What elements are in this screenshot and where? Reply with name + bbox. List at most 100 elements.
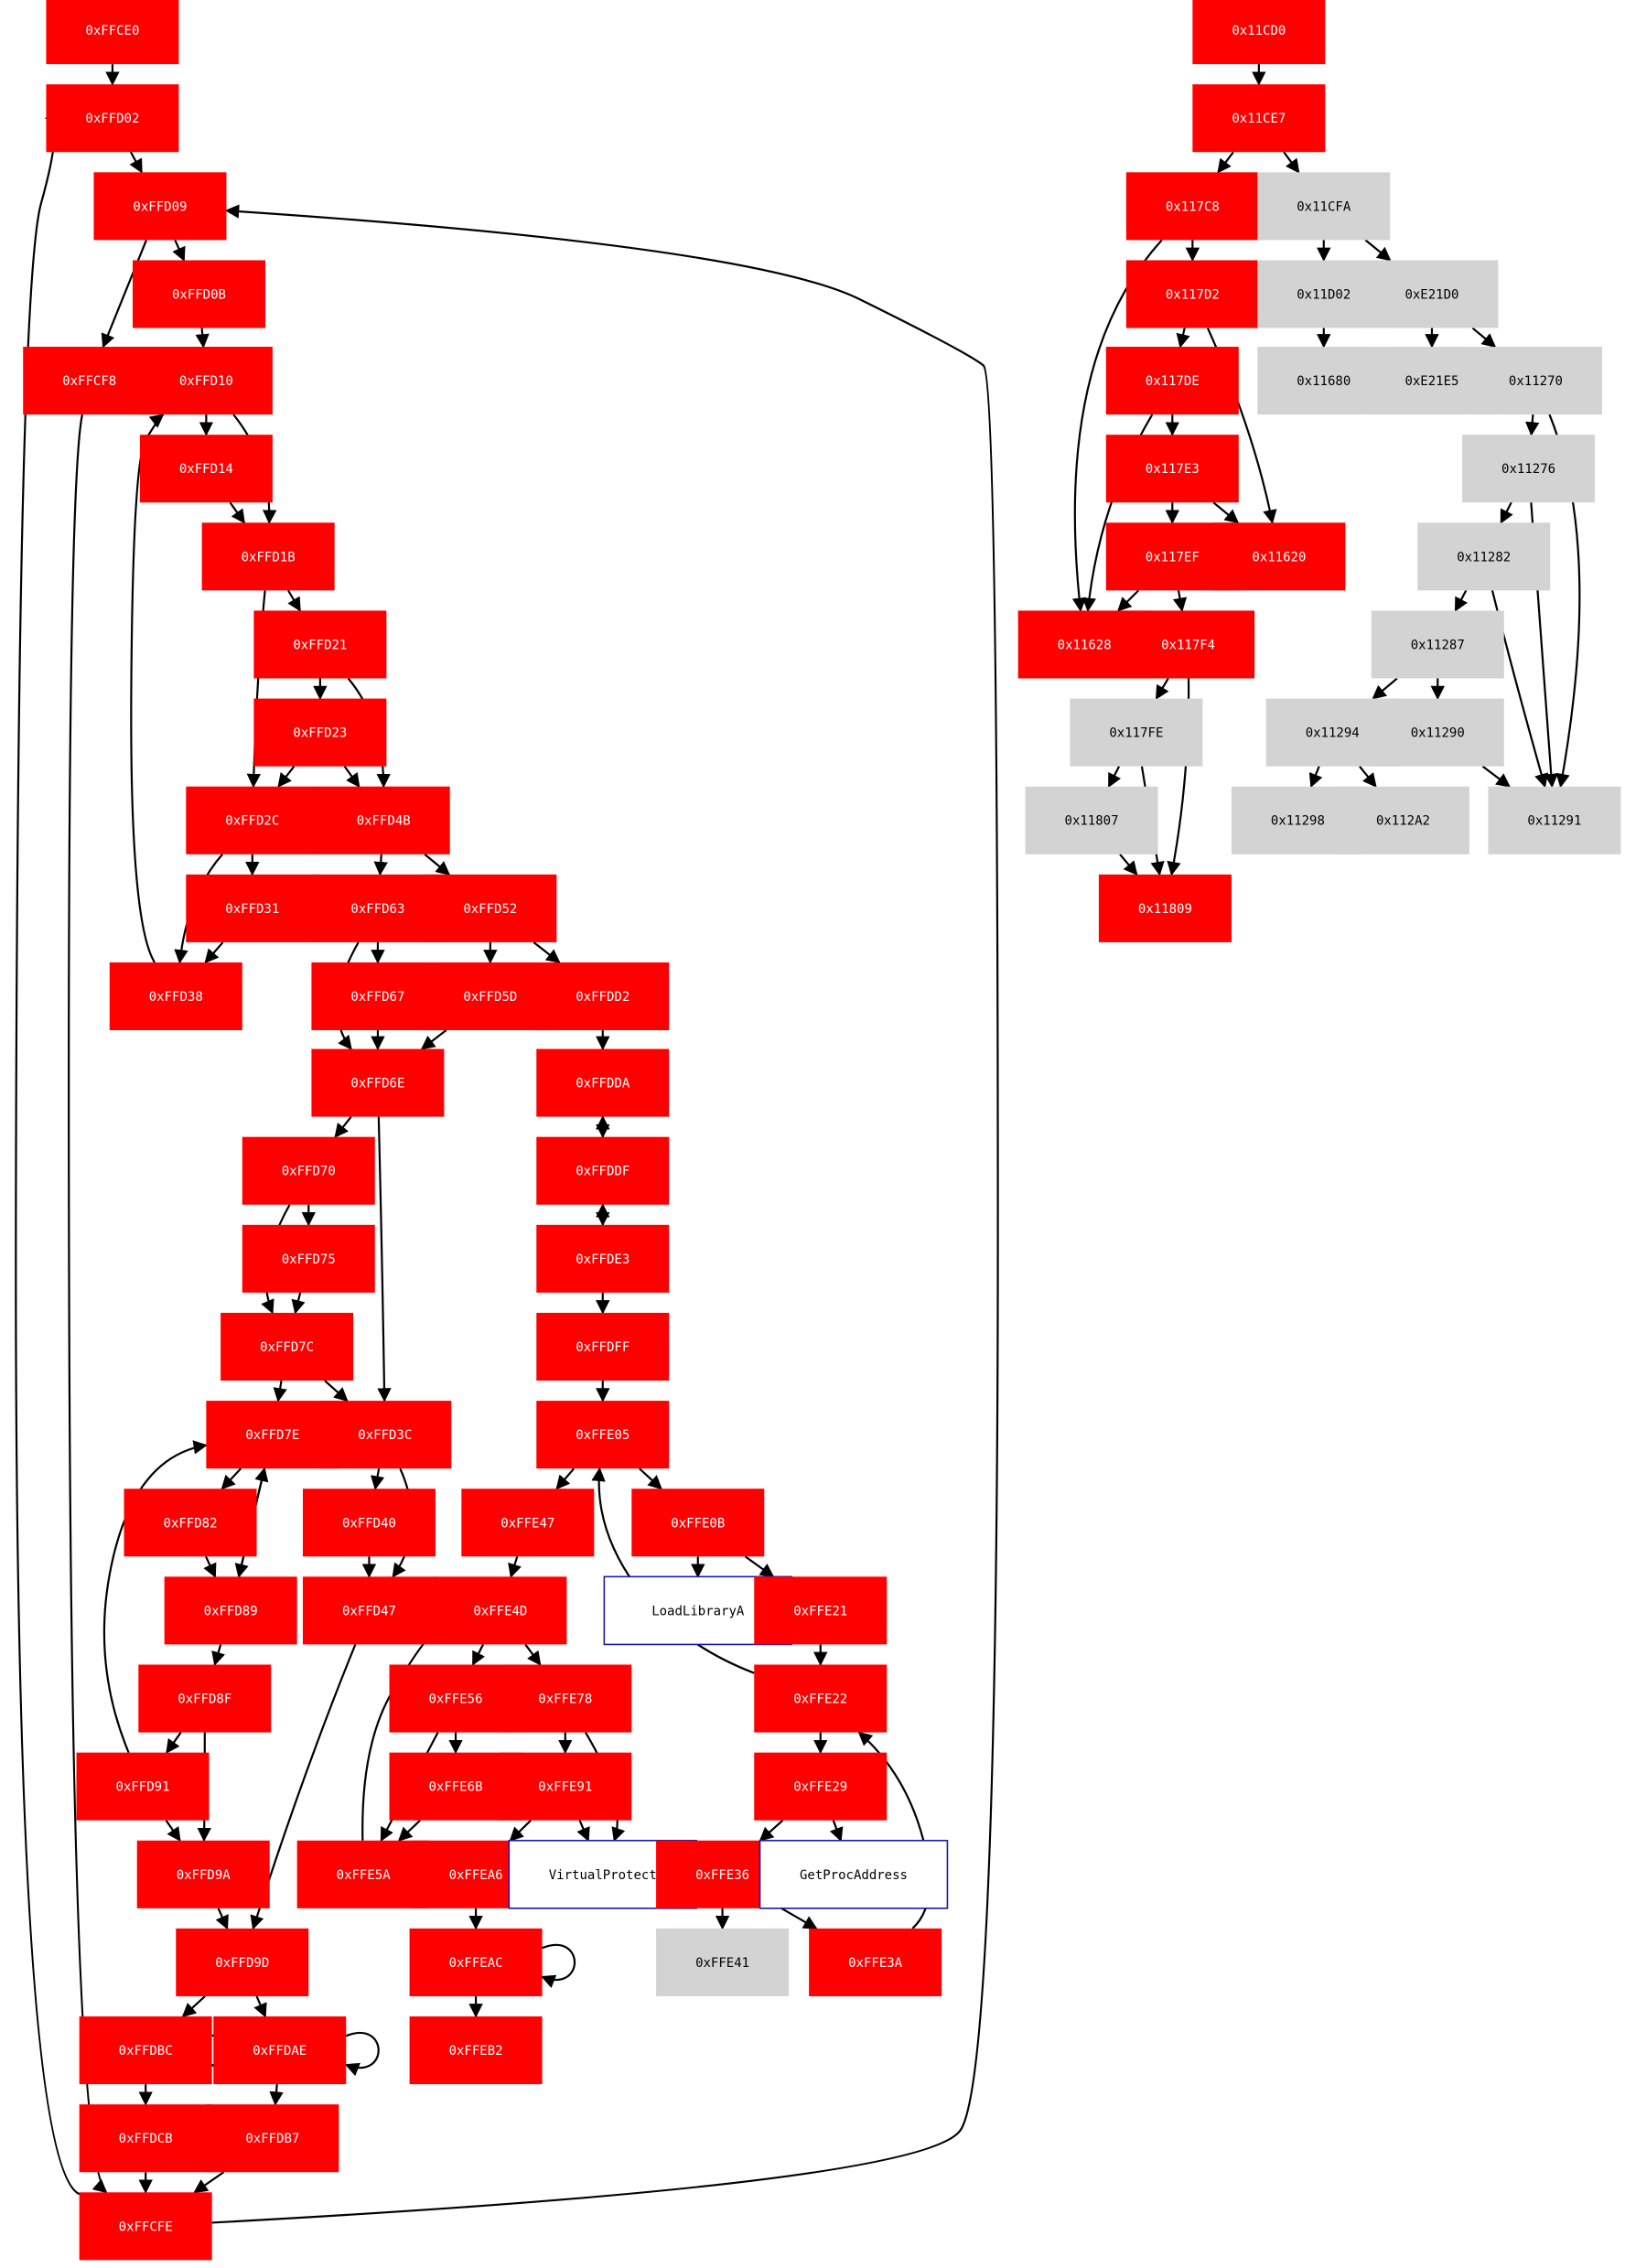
edge-FFD23-to-FFD4B — [343, 766, 361, 788]
node-box — [139, 435, 273, 503]
edge-FFCFE-to-FFD02 — [15, 111, 81, 2196]
edge-FFDB7-to-FFCFE — [193, 2171, 225, 2194]
node-box — [242, 1224, 375, 1293]
node-box — [206, 1401, 339, 1469]
node-0xffdff: 0xFFDFF — [536, 1312, 670, 1381]
node-label: 0xFFEB2 — [449, 2044, 503, 2058]
node-label: 0xFFD4B — [357, 814, 411, 829]
node-box — [1469, 347, 1602, 415]
node-box — [302, 1489, 436, 1557]
node-box — [79, 2104, 212, 2173]
node-label: 0xFFE78 — [538, 1693, 592, 1707]
node-0x11cd0: 0x11CD0 — [1192, 0, 1326, 65]
node-0xffd67: 0xFFD67 — [311, 962, 445, 1031]
edge-FFD7C-to-FFD7E — [273, 1380, 287, 1403]
node-label: 0xFFDCB — [119, 2132, 173, 2146]
node-box — [138, 1664, 272, 1733]
node-box — [536, 962, 670, 1031]
node-label: 0x11291 — [1527, 814, 1581, 829]
edge-FFCFE-to-FFD09 — [211, 204, 999, 2224]
edge-E21D0-to-11270 — [1471, 327, 1497, 349]
node-label: 0x117EF — [1146, 550, 1200, 564]
node-box — [754, 1576, 888, 1645]
node-0xffd10: 0xFFD10 — [139, 347, 273, 415]
node-label: VirtualProtect — [549, 1868, 657, 1883]
node-box — [1417, 522, 1551, 591]
node-0x11620: 0x11620 — [1212, 522, 1346, 591]
edge-FFD0B-to-FFD10 — [195, 328, 210, 349]
node-box — [221, 1312, 354, 1381]
node-label: 0xFFE0B — [671, 1516, 725, 1531]
node-0xe21d0: 0xE21D0 — [1365, 260, 1499, 328]
node-label: 0xFFDBC — [119, 2044, 173, 2058]
node-label: 0x11294 — [1306, 726, 1360, 741]
edge-FFDAE-to-FFDB7 — [269, 2084, 284, 2106]
edge-FFD9D-to-FFDAE — [253, 1995, 267, 2018]
node-box — [1125, 172, 1259, 241]
node-label: 0xFFD6E — [350, 1077, 404, 1091]
edge-FFD4B-to-FFD52 — [424, 853, 451, 876]
node-label: 0xFFD8F — [178, 1693, 231, 1707]
node-label: 0x117F4 — [1161, 638, 1215, 652]
node-box — [536, 1312, 670, 1381]
node-0xffd63: 0xFFD63 — [311, 874, 445, 942]
edge-FFD23-to-FFD2C — [277, 765, 296, 788]
edge-117D2-to-117DE — [1176, 328, 1190, 349]
node-label: 0xFFD09 — [133, 199, 187, 214]
node-box — [206, 2104, 339, 2173]
node-label: 0xFFD75 — [282, 1252, 336, 1267]
edge-11270-to-11276 — [1525, 414, 1540, 436]
node-0xffe05: 0xFFE05 — [536, 1401, 670, 1469]
edge-FFE6B-to-FFE5A — [397, 1819, 421, 1842]
node-box — [1025, 786, 1158, 855]
edge-FFE36-to-FFE3A — [780, 1907, 818, 1929]
node-label: 0xFFD7E — [245, 1428, 299, 1443]
node-0xffd40: 0xFFD40 — [302, 1489, 436, 1557]
node-box — [1192, 84, 1326, 153]
node-box — [1371, 610, 1504, 679]
node-label: 0xFFD2C — [225, 814, 279, 829]
edge-FFD6E-to-FFD70 — [334, 1115, 352, 1138]
node-label: 0xFFD63 — [350, 902, 404, 917]
edge-11294-to-112A2 — [1359, 765, 1377, 788]
edge-FFE47-to-FFE4D — [508, 1555, 522, 1578]
node-label: 0x11282 — [1457, 550, 1511, 564]
node-box — [1192, 0, 1326, 65]
edge-FFCF8-to-FFCFE — [68, 414, 108, 2194]
node-label: 0x117DE — [1146, 374, 1200, 389]
node-label: 0xE21D0 — [1404, 288, 1458, 303]
node-0x11cfa: 0x11CFA — [1257, 172, 1391, 241]
node-label: 0xFFE5A — [337, 1868, 392, 1883]
node-0xffe47: 0xFFE47 — [461, 1489, 595, 1557]
node-label: 0xFFD70 — [282, 1165, 336, 1179]
node-box — [536, 1136, 670, 1205]
node-0xffeb2: 0xFFEB2 — [409, 2016, 543, 2085]
node-box — [76, 1752, 210, 1821]
edge-FFE4D-to-FFE78 — [524, 1643, 542, 1666]
node-label: 0xFFDAE — [253, 2044, 307, 2058]
edge-FFD1B-to-FFD21 — [287, 589, 301, 612]
node-box — [79, 2192, 212, 2261]
edge-11290-to-11291 — [1481, 765, 1511, 788]
edge-FFD3C-to-FFD40 — [371, 1467, 385, 1490]
node-0xffdbc: 0xFFDBC — [79, 2016, 212, 2085]
node-label: 0xFFD9D — [215, 1956, 269, 1971]
node-label: 0xFFE36 — [695, 1868, 749, 1883]
node-0x11809: 0x11809 — [1098, 874, 1232, 942]
node-box — [409, 1928, 543, 1996]
node-label: 0xFFD7C — [260, 1340, 314, 1355]
node-0xffcfe: 0xFFCFE — [79, 2192, 212, 2261]
node-0xffddf: 0xFFDDF — [536, 1136, 670, 1205]
node-label: 0x11270 — [1509, 374, 1563, 389]
node-0x117e3: 0x117E3 — [1105, 435, 1239, 503]
node-label: 0xFFCF8 — [62, 374, 116, 389]
edge-FFD5D-to-FFD6E — [420, 1029, 447, 1050]
edge-FFD9D-to-FFDBC — [181, 1995, 206, 2018]
node-0xffd31: 0xFFD31 — [186, 874, 319, 942]
node-label: 0x117FE — [1109, 726, 1163, 741]
node-box — [242, 1136, 375, 1205]
node-box — [1105, 347, 1239, 415]
node-0xffd9a: 0xFFD9A — [136, 1840, 270, 1908]
node-label: 0xFFDDF — [576, 1165, 630, 1179]
